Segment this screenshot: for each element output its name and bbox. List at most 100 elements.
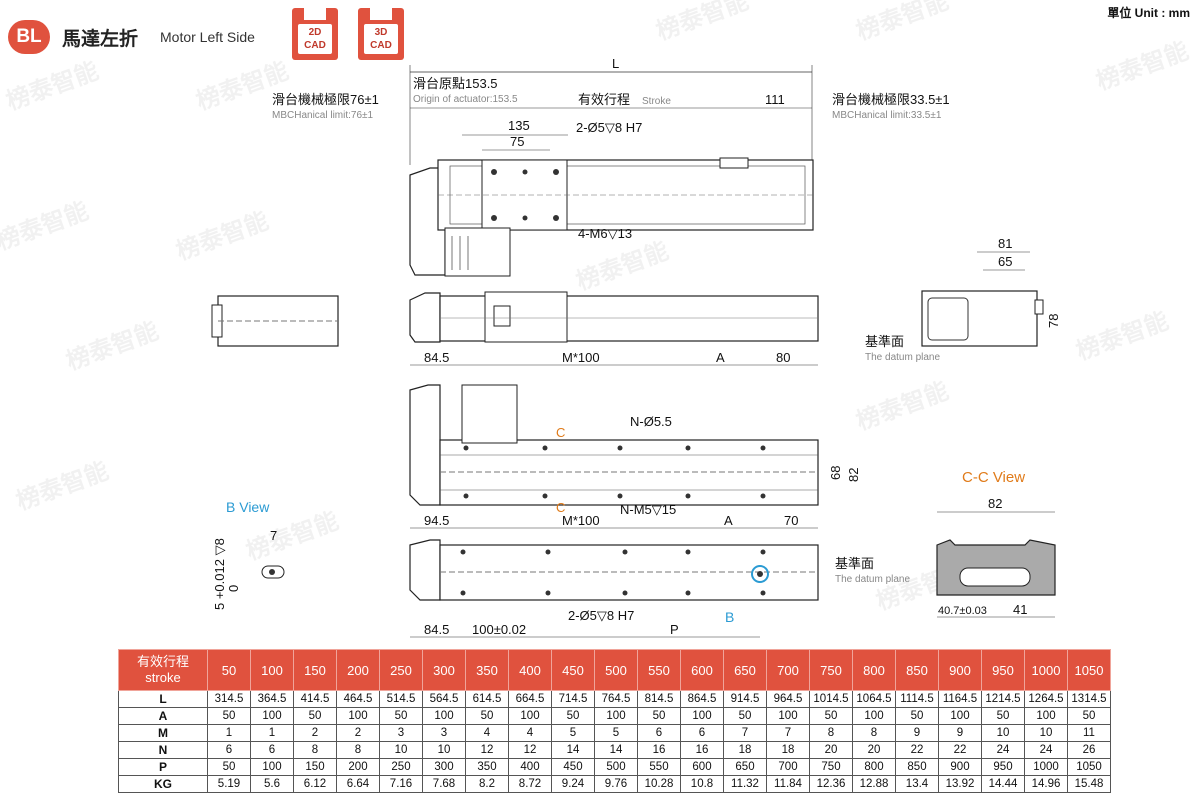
cc-section xyxy=(936,539,1056,596)
svg-text:68: 68 xyxy=(828,466,843,480)
svg-text:The datum plane: The datum plane xyxy=(865,352,940,363)
table-cell: 900 xyxy=(938,758,982,776)
table-cell: 100 xyxy=(938,707,982,725)
table-cell: 8 xyxy=(852,724,896,742)
right-end-view xyxy=(921,290,1044,347)
table-cell: 50 xyxy=(981,707,1025,725)
hole-4-m6: 4-M6▽13 xyxy=(578,226,632,241)
svg-text:M*100: M*100 xyxy=(562,350,600,365)
svg-text:A: A xyxy=(716,350,725,365)
table-cell: 1000 xyxy=(1024,758,1068,776)
b-marker: B xyxy=(725,609,734,625)
svg-text:0: 0 xyxy=(226,585,241,592)
table-cell: 1050 xyxy=(1067,758,1111,776)
svg-text:2-Ø5▽8 H7: 2-Ø5▽8 H7 xyxy=(568,608,634,623)
table-cell: 514.5 xyxy=(379,690,423,708)
svg-text:65: 65 xyxy=(998,254,1012,269)
unit-label: 單位 Unit : mm xyxy=(1107,6,1190,20)
svg-text:A: A xyxy=(724,513,733,528)
limit-left-label: 滑台機械極限76±1 xyxy=(272,92,379,107)
table-cell: 7 xyxy=(723,724,767,742)
table-cell: 664.5 xyxy=(508,690,552,708)
table-cell: 764.5 xyxy=(594,690,638,708)
table-cell: 4 xyxy=(465,724,509,742)
table-cell: 50 xyxy=(1067,707,1111,725)
table-cell: 7.68 xyxy=(422,775,466,793)
table-cell: 1214.5 xyxy=(981,690,1025,708)
svg-text:P: P xyxy=(670,622,679,637)
table-cell: 50 xyxy=(895,707,939,725)
table-cell: 6 xyxy=(207,741,251,759)
table-cell: 9.24 xyxy=(551,775,595,793)
table-cell: 26 xyxy=(1067,741,1111,759)
table-cell: 5 xyxy=(551,724,595,742)
svg-text:榜泰智能: 榜泰智能 xyxy=(2,56,102,115)
table-cell: 464.5 xyxy=(336,690,380,708)
title-chinese: 馬達左折 xyxy=(62,29,139,50)
svg-text:榜泰智能: 榜泰智能 xyxy=(852,376,952,435)
table-cell: 24 xyxy=(981,741,1025,759)
svg-text:MBCHanical limit:76±1: MBCHanical limit:76±1 xyxy=(272,110,374,121)
table-cell: 950 xyxy=(981,758,1025,776)
table-cell: 364.5 xyxy=(250,690,294,708)
table-cell: 914.5 xyxy=(723,690,767,708)
table-cell: 5 xyxy=(594,724,638,742)
table-cell: 15.48 xyxy=(1067,775,1111,793)
table-cell: 4 xyxy=(508,724,552,742)
table-cell: 350 xyxy=(465,758,509,776)
cad-2d-button[interactable]: 2D CAD xyxy=(292,8,338,60)
table-cell: 1264.5 xyxy=(1024,690,1068,708)
table-cell: 750 xyxy=(809,758,853,776)
stroke-header: 有效行程 stroke xyxy=(118,649,208,691)
title-english: Motor Left Side xyxy=(160,29,255,45)
table-cell: 14.96 xyxy=(1024,775,1068,793)
table-cell: 10 xyxy=(1024,724,1068,742)
table-cell: 10 xyxy=(422,741,466,759)
table-cell: 814.5 xyxy=(637,690,681,708)
svg-text:80: 80 xyxy=(776,350,790,365)
table-cell: 9 xyxy=(895,724,939,742)
table-cell: 7 xyxy=(766,724,810,742)
limit-right-label: 滑台機械極限33.5±1 xyxy=(832,92,950,107)
table-cell: 850 xyxy=(895,758,939,776)
table-cell: 414.5 xyxy=(293,690,337,708)
svg-text:M*100: M*100 xyxy=(562,513,600,528)
spec-table: 有效行程 stroke 50 100 150 200 250 300 350 4… xyxy=(118,649,1111,793)
left-end-view xyxy=(211,295,339,347)
table-cell: 564.5 xyxy=(422,690,466,708)
hole-2-05-top: 2-Ø5▽8 H7 xyxy=(576,120,642,135)
table-cell: 8 xyxy=(809,724,853,742)
table-cell: 1 xyxy=(250,724,294,742)
svg-text:75: 75 xyxy=(510,134,524,149)
table-cell: 13.92 xyxy=(938,775,982,793)
svg-text:榜泰智能: 榜泰智能 xyxy=(12,456,112,515)
svg-text:榜泰智能: 榜泰智能 xyxy=(1072,306,1172,365)
table-cell: 1314.5 xyxy=(1067,690,1111,708)
table-cell: 614.5 xyxy=(465,690,509,708)
table-cell: 18 xyxy=(766,741,810,759)
table-cell: 800 xyxy=(852,758,896,776)
row-label: A xyxy=(118,707,208,725)
table-cell: 9.76 xyxy=(594,775,638,793)
table-cell: 2 xyxy=(336,724,380,742)
table-cell: 5.19 xyxy=(207,775,251,793)
bottom-view xyxy=(409,539,819,601)
svg-text:78: 78 xyxy=(1046,314,1061,328)
table-cell: 13.4 xyxy=(895,775,939,793)
svg-text:The datum plane: The datum plane xyxy=(835,574,910,585)
row-label: L xyxy=(118,690,208,708)
table-cell: 100 xyxy=(508,707,552,725)
svg-text:82: 82 xyxy=(846,468,861,482)
row-label: P xyxy=(118,758,208,776)
svg-text:MBCHanical limit:33.5±1: MBCHanical limit:33.5±1 xyxy=(832,110,942,121)
table-cell: 50 xyxy=(379,707,423,725)
cad-3d-button[interactable]: 3D CAD xyxy=(358,8,404,60)
top-view xyxy=(409,157,814,277)
table-cell: 600 xyxy=(680,758,724,776)
table-cell: 200 xyxy=(336,758,380,776)
svg-text:111: 111 xyxy=(765,92,785,107)
svg-text:70: 70 xyxy=(784,513,798,528)
table-cell: 16 xyxy=(680,741,724,759)
